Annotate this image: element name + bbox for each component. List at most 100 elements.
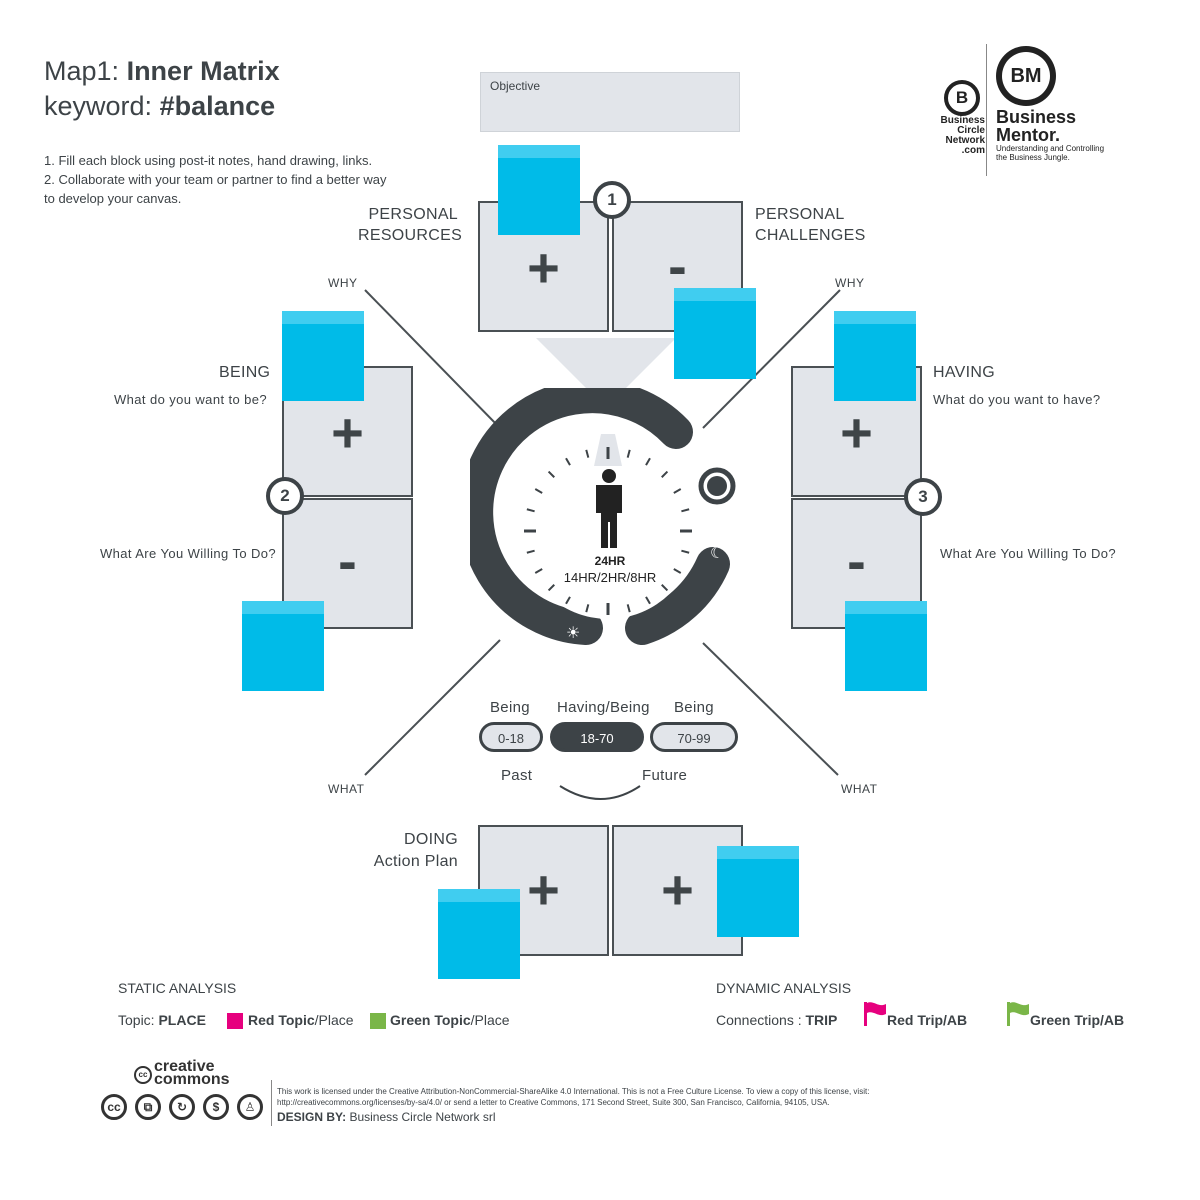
bcn-logo-icon: B (944, 80, 980, 116)
plus-sign: + (661, 858, 694, 921)
minus-sign: - (668, 234, 687, 297)
cc-wordmark: creative commons (154, 1058, 230, 1088)
design-value: Business Circle Network srl (346, 1110, 496, 1124)
connections-line: Connections : TRIP (716, 1012, 837, 1028)
instructions: 1. Fill each block using post-it notes, … (44, 151, 387, 208)
clock-split: 14HR/2HR/8HR (563, 570, 657, 585)
objective-label: Objective (490, 79, 541, 93)
timeline-arc (559, 785, 641, 800)
static-topic-line: Topic: PLACE (118, 1012, 206, 1028)
red-flag-icon (864, 1002, 886, 1026)
clock-tick (585, 449, 590, 458)
clock-tick (661, 470, 669, 478)
personal-challenges-line-1: PERSONAL (755, 206, 845, 223)
future-label: Future (642, 767, 688, 784)
cc-word-1: creative (154, 1058, 215, 1075)
keyword-label: keyword: (44, 91, 153, 121)
postit-note[interactable] (498, 145, 580, 235)
green-topic-label: Green Topic (390, 1012, 471, 1028)
clock-hours: 24HR (594, 554, 626, 568)
clock-tick (681, 549, 690, 554)
line-why-left (364, 289, 501, 429)
day-arc (470, 388, 693, 645)
cc-icon: cc (101, 1094, 127, 1120)
green-topic-swatch (370, 1013, 386, 1029)
instruction-3: to develop your canvas. (44, 191, 182, 206)
postit-note[interactable] (242, 601, 324, 691)
license-divider (271, 1080, 272, 1126)
why-left-label: WHY (328, 276, 358, 290)
license-text-1: This work is licensed under the Creative… (277, 1087, 870, 1096)
bcn-logo-text: Business Circle Network .com (925, 116, 985, 156)
license-text: This work is licensed under the Creative… (277, 1086, 977, 1108)
clock-tick (534, 488, 543, 494)
cc-logo-icon: cc (134, 1066, 152, 1084)
person-icon-dot (707, 476, 727, 496)
bm-logo-text: Business Mentor. (996, 108, 1076, 144)
clock-tick (645, 596, 651, 605)
minus-sign: - (847, 529, 866, 592)
clock-tick (565, 457, 571, 466)
green-flag-icon (1007, 1002, 1029, 1026)
person-icon (596, 469, 622, 548)
what-right-label: WHAT (841, 782, 878, 796)
clock-tick (534, 568, 543, 574)
past-label: Past (501, 767, 533, 784)
bm-monogram: BM (1002, 52, 1050, 100)
instruction-2: 2. Collaborate with your team or partner… (44, 172, 387, 187)
clock-tick (681, 508, 690, 513)
bcn-line-3: Network (945, 135, 985, 146)
red-trip-label: Red Trip/AB (887, 1012, 968, 1028)
topic-value: PLACE (158, 1012, 206, 1028)
having-willing: What Are You Willing To Do? (940, 546, 1117, 561)
age-range-elder: 70-99 (650, 722, 738, 752)
share-icon: ⧉ (135, 1094, 161, 1120)
bm-tag-1: Understanding and Controlling (996, 144, 1105, 153)
topic-label: Topic: (118, 1012, 159, 1028)
design-label: DESIGN BY: (277, 1110, 347, 1124)
clock-tick (547, 470, 555, 478)
clock-tick (526, 508, 535, 513)
dynamic-analysis-title: DYNAMIC ANALYSIS (716, 980, 852, 996)
having-question: What do you want to have? (933, 392, 1101, 407)
clock-tick (645, 457, 651, 466)
postit-note[interactable] (834, 311, 916, 401)
night-arc (625, 547, 730, 645)
postit-note[interactable] (845, 601, 927, 691)
plus-sign: + (840, 401, 873, 464)
age-range-childhood: 0-18 (479, 722, 543, 752)
plus-sign: + (527, 236, 560, 299)
objective-box[interactable]: Objective (480, 72, 740, 132)
badge-1: 1 (593, 181, 631, 219)
clock-tick (526, 549, 535, 554)
postit-note[interactable] (674, 288, 756, 379)
remix-icon: ↻ (169, 1094, 195, 1120)
plus-sign: + (527, 858, 560, 921)
connections-value: TRIP (805, 1012, 838, 1028)
clock-tick (565, 596, 571, 605)
minus-sign: - (338, 529, 357, 592)
age-range-adulthood: 18-70 (550, 722, 644, 752)
being-willing: What Are You Willing To Do? (100, 546, 277, 561)
red-topic-swatch (227, 1013, 243, 1029)
connections-label: Connections : (716, 1012, 806, 1028)
logo-divider (986, 44, 987, 176)
doing-subtitle: Action Plan (373, 853, 458, 870)
badge-3: 3 (904, 478, 942, 516)
static-analysis-title: STATIC ANALYSIS (118, 980, 237, 996)
being-question: What do you want to be? (114, 392, 268, 407)
bcn-line-1: Business (940, 115, 985, 126)
personal-resources-label: PERSONAL RESOURCES (358, 204, 462, 246)
age-having-being-label: Having/Being (557, 699, 650, 716)
being-title: BEING (219, 364, 271, 381)
being-minus-box[interactable]: - (282, 498, 413, 629)
postit-note[interactable] (717, 846, 799, 937)
postit-note[interactable] (438, 889, 520, 979)
line-why-right (702, 289, 841, 429)
moon-icon: ☾ (710, 545, 725, 562)
clock-tick (626, 449, 631, 458)
red-place-label: /Place (314, 1012, 354, 1028)
postit-note[interactable] (282, 311, 364, 401)
clock-tick (673, 568, 682, 574)
